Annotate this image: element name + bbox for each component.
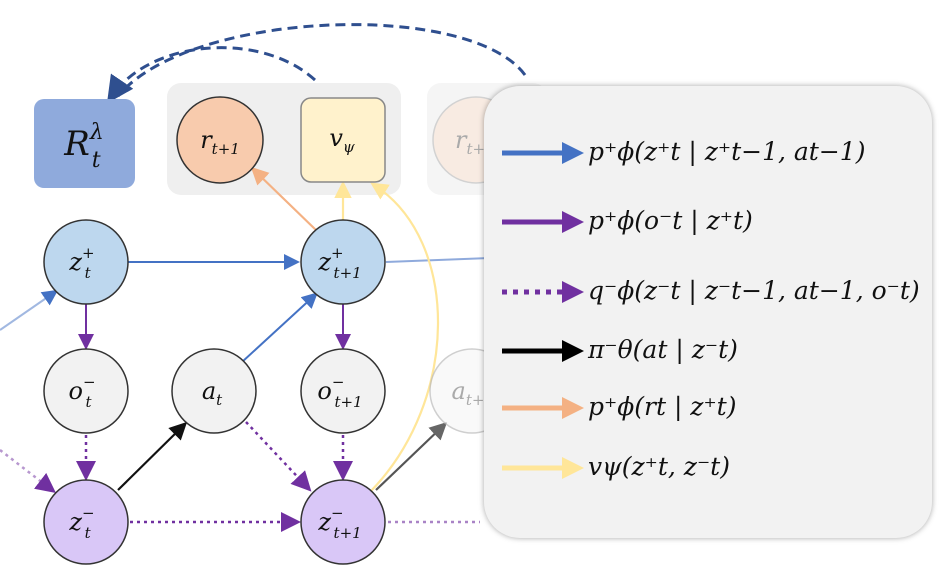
legend-label-value: vψ(z⁺t, z⁻t) xyxy=(588,452,730,481)
legend-label-policy: π⁻θ(at | z⁻t) xyxy=(588,335,738,364)
legend-label-transition: p⁺ϕ(z⁺t | z⁺t−1, at−1) xyxy=(588,137,866,166)
edge-policy-t xyxy=(117,421,188,491)
o-t1-label: o−t+1 xyxy=(317,373,362,411)
legend-label-reward: p⁺ϕ(rt | z⁺t) xyxy=(588,392,737,421)
legend-row-reward: p⁺ϕ(rt | z⁺t) xyxy=(484,388,932,428)
edge-value-from-z-minus xyxy=(369,182,440,493)
legend-arrow-blue-solid xyxy=(502,142,584,164)
reward-node-faded-label: rt+ xyxy=(455,126,485,158)
edge-incoming-z-minus-diag xyxy=(0,449,56,494)
return-node xyxy=(34,99,135,188)
z-plus-t-node xyxy=(43,219,129,305)
edge-z-plus-outgoing xyxy=(385,257,491,263)
z-minus-t1-label: z−t+1 xyxy=(317,504,361,542)
legend-row-value: vψ(z⁺t, z⁻t) xyxy=(484,448,932,488)
legend-row-transition: p⁺ϕ(z⁺t | z⁺t−1, at−1) xyxy=(484,133,932,173)
value-node-label: vψ xyxy=(329,124,355,156)
o-t-node xyxy=(43,348,129,434)
z-plus-t1-label: z+t+1 xyxy=(317,244,361,282)
a-t1-label-faded: at+ xyxy=(452,377,485,409)
value-node xyxy=(300,97,386,183)
z-minus-t-node xyxy=(43,479,129,565)
o-t-label: o−t xyxy=(68,373,95,411)
a-t-node xyxy=(171,348,257,434)
legend-label-posterior: q⁻ϕ(z⁻t | z⁻t−1, at−1, o⁻t) xyxy=(588,276,920,305)
legend-row-posterior: q⁻ϕ(z⁻t | z⁻t−1, at−1, o⁻t) xyxy=(484,272,932,312)
legend-row-policy: π⁻θ(at | z⁻t) xyxy=(484,331,932,371)
z-minus-t1-node xyxy=(300,479,386,565)
edge-policy-t1 xyxy=(375,421,448,491)
legend-arrow-purple-solid xyxy=(502,211,584,233)
edge-action-to-z-plus xyxy=(241,292,318,363)
legend-arrow-orange-solid xyxy=(502,397,584,419)
o-t1-node xyxy=(300,348,386,434)
edge-reward-head xyxy=(250,166,319,233)
dashed-arc-faded-to-return xyxy=(116,23,527,97)
legend-row-observation: p⁺ϕ(o⁻t | z⁺t) xyxy=(484,202,932,242)
reward-node xyxy=(176,96,264,184)
edge-action-to-z-minus xyxy=(245,421,312,492)
z-plus-t1-node xyxy=(300,219,386,305)
dashed-arc-value-to-return xyxy=(106,46,317,104)
a-t-label: at xyxy=(202,377,223,409)
legend-arrow-yellow-solid xyxy=(502,457,584,479)
legend-arrow-purple-dotted xyxy=(502,281,584,303)
z-plus-t-label: z+t xyxy=(68,244,94,282)
z-minus-t-label: z−t xyxy=(68,504,94,542)
legend-arrow-black-solid xyxy=(502,340,584,362)
legend-label-observation: p⁺ϕ(o⁻t | z⁺t) xyxy=(588,206,753,235)
reward-node-label: rt+1 xyxy=(200,126,240,158)
edge-incoming-action xyxy=(0,289,59,331)
legend-panel: p⁺ϕ(z⁺t | z⁺t−1, at−1) p⁺ϕ(o⁻t | z⁺t) q⁻… xyxy=(484,86,932,538)
